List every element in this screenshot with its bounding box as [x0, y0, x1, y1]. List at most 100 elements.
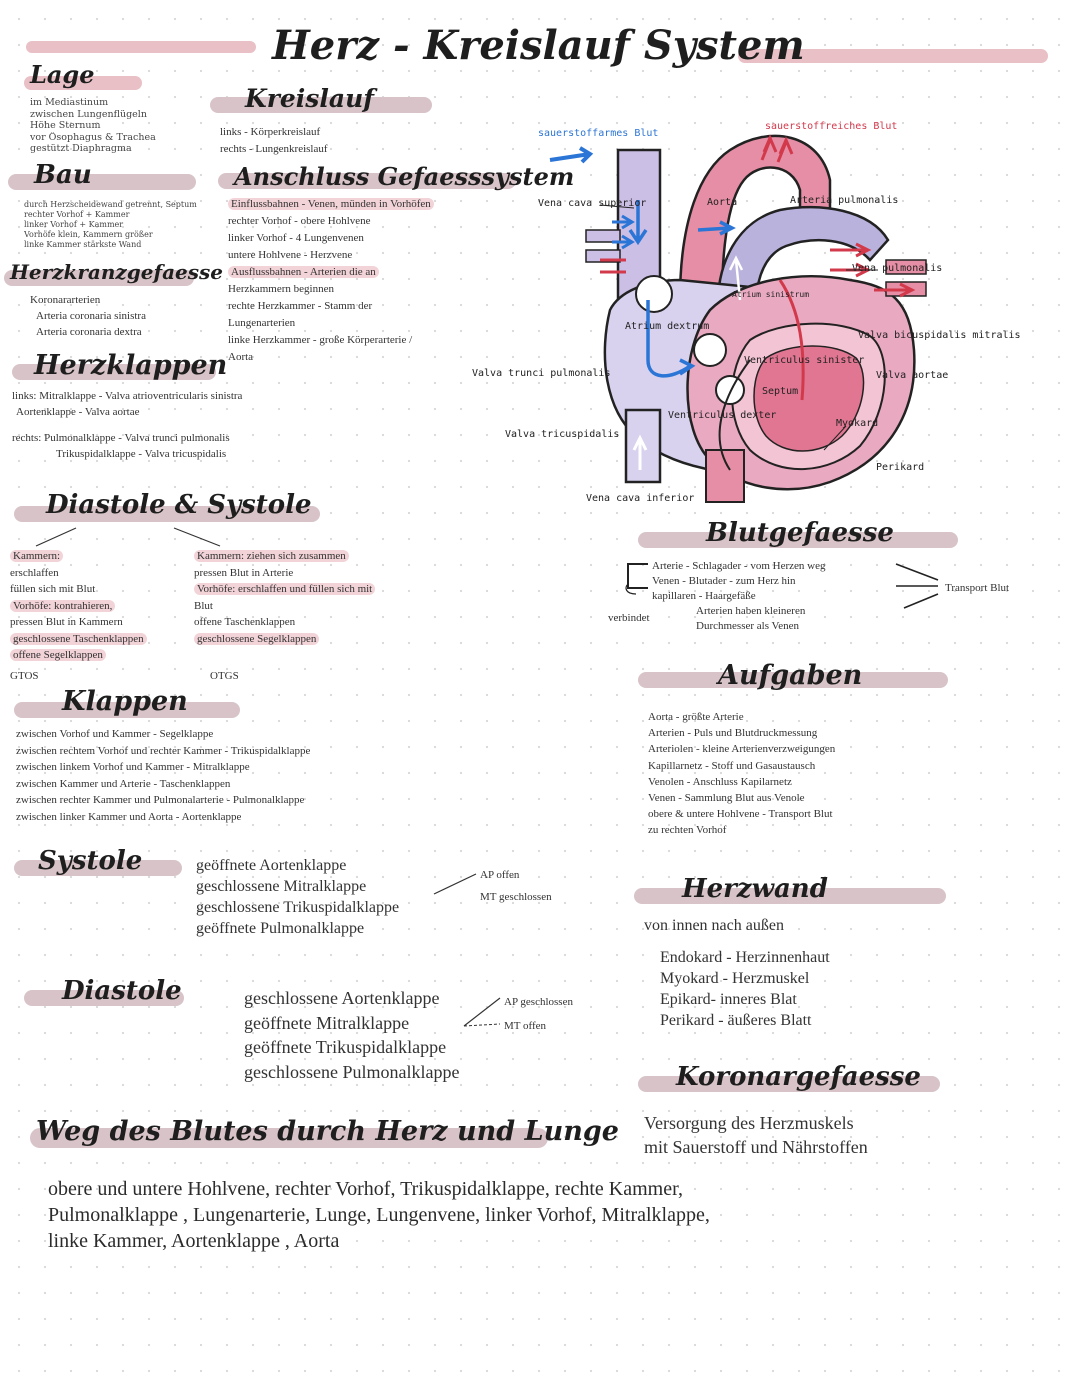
label-sauerstoffarm: sauerstoffarmes Blut: [538, 128, 659, 139]
aufgaben-line: Venolen - Anschluss Kapilarnetz: [648, 775, 792, 788]
kranz-highlight: [4, 270, 194, 286]
systole-highlight: [14, 860, 182, 876]
label-arteria-pulm: Arteria pulmonalis: [790, 195, 899, 206]
aufgaben-list: Aorta - größte Arterie Arterien - Puls u…: [648, 709, 835, 839]
kreislauf-line: links - Körperkreislauf: [220, 126, 321, 138]
label-myokard: Myokard: [836, 418, 879, 429]
diastole-heading: Diastole: [62, 976, 182, 1006]
systole-line: offene Taschenklappen: [194, 616, 296, 628]
lage-line: Höhe Sternum: [30, 120, 101, 131]
weg-line: linke Kammer, Aortenklappe , Aorta: [48, 1230, 340, 1252]
anschluss-line: Ausflussbahnen - Arterien die an: [228, 264, 528, 281]
blutgefaesse-line: Arterie - Schlagader - vom Herzen weg: [652, 560, 826, 572]
diastole-note-line: [463, 997, 501, 1027]
diastole-note: MT offen: [504, 1020, 547, 1032]
title-highlight-right: [738, 49, 1048, 63]
diastole-line: Vorhöfe: kontrahieren,: [10, 598, 147, 615]
kreislauf-list: links - Körperkreislauf rechts - Lungenk…: [220, 124, 328, 157]
systole-note: AP offen: [480, 869, 520, 881]
diastole-valve-line: geschlossene Pulmonalklappe: [244, 1061, 460, 1082]
label-vena-cava-inf: Vena cava inferior: [586, 493, 695, 504]
herzwand-intro: von innen nach außen: [644, 917, 784, 934]
aufgaben-line: Kapillarnetz - Stoff und Gasaustausch: [648, 759, 816, 772]
bau-list: durch Herzscheidewand getrennt, Septum r…: [24, 200, 209, 250]
systole-line: Kammern: ziehen sich zusammen: [194, 548, 375, 565]
aufgaben-highlight: [638, 672, 948, 688]
aufgaben-line: Arteriolen - kleine Arterienverzweigunge…: [648, 743, 836, 756]
herzklappen-list: links: Mitralklappe - Valva atrioventric…: [12, 388, 242, 462]
herzklappen-line: rechts: Pulmonalklappe - Valva trunci pu…: [12, 432, 230, 444]
diastole-line: offene Segelklappen: [10, 647, 147, 664]
anschluss-line: Lungenarterien: [228, 317, 296, 329]
blutgefaesse-side-left: verbindet: [608, 612, 650, 624]
klappen-line: zwischen rechtem Vorhof und rechter Kamm…: [16, 744, 311, 757]
diastole-highlight: [24, 990, 184, 1006]
weg-highlight: [30, 1128, 548, 1148]
aufgaben-line: Arterien - Puls und Blutdruckmessung: [648, 727, 818, 740]
anschluss-highlight: [218, 173, 516, 189]
herzklappen-line: links: Mitralklappe - Valva atrioventric…: [12, 390, 243, 402]
aufgaben-line: Venen - Sammlung Blut aus Venole: [648, 792, 805, 805]
diastole-valves: geschlossene Aortenklappe geöffnete Mitr…: [244, 986, 459, 1084]
weg-line: Pulmonalklappe , Lungenarterie, Lunge, L…: [48, 1204, 710, 1226]
diastole-valve-line: geöffnete Mitralklappe: [244, 1012, 410, 1033]
herzwand-line: Perikard - äußeres Blatt: [660, 1012, 812, 1029]
label-perikard: Perikard: [876, 462, 925, 473]
herzwand-highlight: [634, 888, 946, 904]
klappen-line: zwischen Vorhof und Kammer - Segelklappe: [16, 728, 214, 740]
anschluss-heading: Anschluss Gefaesssystem: [234, 162, 575, 191]
herzwand-list: Endokard - Herzinnenhaut Myokard - Herzm…: [660, 947, 830, 1031]
label-valva-trunci: Valva trunci pulmonalis: [472, 368, 611, 379]
kreislauf-line: rechts - Lungenkreislauf: [220, 142, 328, 155]
blutgefaesse-list: Arterie - Schlagader - vom Herzen weg Ve…: [652, 559, 825, 634]
systole-line: pressen Blut in Arterie: [194, 566, 294, 579]
koronar-heading: Koronargefaesse: [676, 1062, 921, 1092]
label-vena-cava-sup: Vena cava superior: [538, 198, 647, 209]
systole-heading: Systole: [38, 846, 143, 876]
klappen-highlight: [14, 702, 240, 718]
herzklappen-line: Aortenklappe - Valva aortae: [16, 406, 140, 418]
anschluss-line: linker Vorhof - 4 Lungenvenen: [228, 232, 364, 244]
anschluss-line: untere Hohlvene - Herzvene: [228, 249, 353, 261]
klappen-line: zwischen rechter Kammer und Pulmonalarte…: [16, 794, 305, 806]
blutgefaesse-line: Durchmesser als Venen: [696, 620, 800, 632]
herzklappen-heading: Herzklappen: [34, 350, 228, 381]
leader-lines: [599, 204, 878, 451]
bau-line: linker Vorhof + Kammer: [24, 220, 124, 229]
label-valva-bicusp: Valva bicuspidalis mitralis: [858, 330, 1021, 341]
blood-flow-arrows: [549, 134, 916, 470]
klappen-line: zwischen Kammer und Arterie - Taschenkla…: [16, 777, 231, 790]
systole-notes: AP offen MT geschlossen: [480, 864, 552, 908]
diastole-note: AP geschlossen: [504, 996, 573, 1008]
label-atrium-sin: Atrium sinistrum: [732, 290, 810, 299]
anschluss-line: Herzkammern beginnen: [228, 283, 334, 295]
diastole-notes: AP geschlossen MT offen: [504, 990, 573, 1038]
systole-valve-line: geöffnete Pulmonalklappe: [196, 920, 365, 937]
aufgaben-heading: Aufgaben: [718, 660, 863, 691]
label-septum: Septum: [762, 386, 799, 397]
diastole-valve-line: geschlossene Aortenklappe: [244, 988, 440, 1008]
diastole-line: Kammern:: [10, 548, 147, 565]
aufgaben-line: zu rechten Vorhof: [648, 824, 727, 837]
anschluss-line: rechter Vorhof - obere Hohlvene: [228, 215, 371, 227]
systole-note: MT geschlossen: [480, 891, 552, 903]
anschluss-line: Einflussbahnen - Venen, münden in Vorhöf…: [228, 196, 528, 213]
blutgefaesse-highlight: [638, 532, 958, 548]
dias-sys-heading: Diastole & Systole: [46, 490, 312, 520]
anschluss-line: linke Herzkammer - große Körperarterie /: [228, 334, 413, 346]
herzklappen-line: Trikuspidalklappe - Valva tricuspidalis: [56, 448, 227, 460]
systole-line: Vorhöfe: erschlaffen und füllen sich mit: [194, 581, 376, 598]
bau-line: durch Herzscheidewand getrennt, Septum: [24, 200, 197, 209]
systole-line: geschlossene Segelklappen: [194, 631, 375, 648]
label-ventr-dex: Ventriculus dexter: [668, 410, 777, 421]
lage-highlight: [24, 76, 142, 90]
klappen-heading: Klappen: [62, 686, 188, 717]
anschluss-list: Einflussbahnen - Venen, münden in Vorhöf…: [228, 196, 528, 366]
diastole-line: pressen Blut in Kammern: [10, 616, 123, 628]
systole-code: OTGS: [210, 670, 239, 682]
herzwand-line: Epikard- inneres Blat: [660, 991, 797, 1008]
kranz-line: Arteria coronaria dextra: [36, 326, 142, 338]
herzwand-heading: Herzwand: [682, 874, 828, 904]
systole-line: Blut: [194, 599, 213, 612]
anschluss-line: Aorta: [228, 351, 254, 363]
